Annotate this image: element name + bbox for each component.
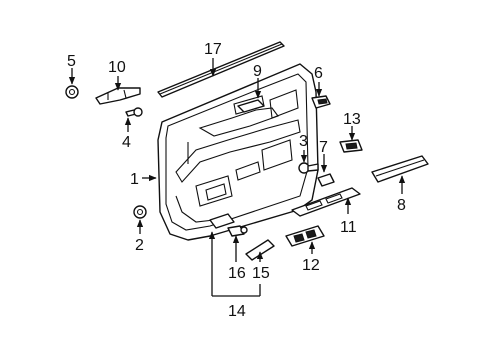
part-8-armrest-pad — [371, 155, 429, 183]
callout-7: 7 — [319, 139, 328, 156]
part-1-door-trim-panel — [157, 63, 319, 241]
part-5-clip — [65, 85, 79, 99]
callout-8: 8 — [397, 197, 406, 214]
callout-10: 10 — [108, 59, 126, 76]
callout-16: 16 — [228, 265, 246, 282]
leader-lines — [68, 58, 406, 297]
callout-13: 13 — [343, 111, 361, 128]
callout-14: 14 — [228, 303, 246, 320]
part-4-screw — [125, 107, 143, 117]
callout-17: 17 — [204, 41, 222, 58]
part-11-switch-bezel — [291, 187, 361, 217]
part-10-bracket — [95, 87, 141, 105]
part-17-belt-molding — [157, 41, 285, 98]
callout-3: 3 — [299, 133, 308, 150]
part-14-handle — [209, 213, 235, 229]
callout-11: 11 — [340, 219, 357, 236]
part-16-lock-knob — [227, 225, 248, 237]
callout-1: 1 — [130, 171, 139, 188]
part-3-screw — [298, 162, 319, 174]
callout-5: 5 — [67, 53, 76, 70]
callout-12: 12 — [302, 257, 320, 274]
callout-6: 6 — [314, 65, 323, 82]
part-7-cap — [317, 173, 335, 187]
part-13-switch — [339, 139, 363, 153]
callout-2: 2 — [135, 237, 144, 254]
callout-4: 4 — [122, 134, 131, 151]
callout-labels: 17 5 10 4 9 6 13 3 7 8 11 12 1 2 16 15 1… — [67, 41, 406, 320]
part-6-switch — [311, 95, 331, 109]
callout-9: 9 — [253, 63, 262, 80]
part-15-trim-piece — [245, 239, 275, 261]
callout-15: 15 — [252, 265, 270, 282]
part-9-pull-handle-bracket — [237, 99, 265, 113]
part-12-window-switch — [285, 225, 325, 247]
part-2-retainer — [133, 205, 147, 219]
